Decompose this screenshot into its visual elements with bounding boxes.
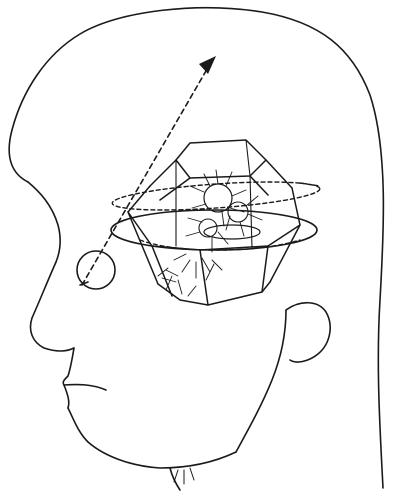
orbit-ellipses [111,177,321,250]
gaze-arrowhead-icon [199,56,216,74]
crystal-polyhedron [128,140,300,305]
head-profile-outline [9,8,383,490]
starburst-rays [158,170,262,296]
gaze-arrow [82,56,216,285]
